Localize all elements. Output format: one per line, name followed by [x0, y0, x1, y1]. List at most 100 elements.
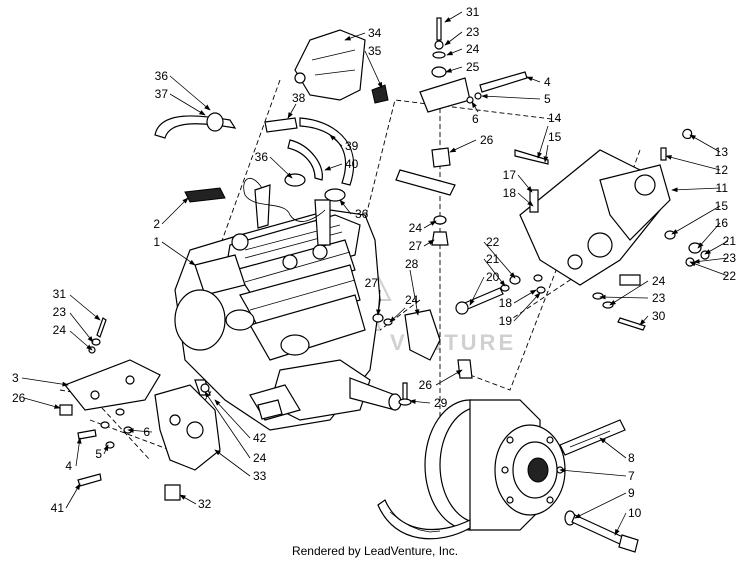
callout-label: 35 — [368, 44, 382, 58]
callout-leader-line — [704, 240, 729, 255]
callout-leader-line — [127, 428, 153, 433]
callout-label: 32 — [198, 497, 212, 511]
callout-leader-line — [169, 75, 211, 111]
callout-leader-line — [339, 199, 352, 215]
callout-leader-line — [697, 222, 721, 249]
hoses — [154, 112, 355, 202]
callout-label: 42 — [253, 431, 267, 445]
callout-leader-line — [69, 294, 101, 321]
callout-leader-line — [599, 437, 627, 459]
lower-center-mount — [372, 309, 473, 406]
callout-leader-line — [389, 307, 406, 323]
callout-label: 14 — [548, 111, 562, 125]
callout-leader-line — [599, 294, 649, 300]
callout-label: 10 — [628, 506, 642, 520]
engine-assembly — [174, 177, 402, 431]
callout-leader-line — [559, 468, 627, 477]
callout-label: 25 — [466, 60, 480, 74]
callout-leader-line — [671, 187, 721, 193]
callout-leader-line — [444, 11, 463, 23]
callout-label: 22 — [486, 235, 500, 249]
callout-label: 21 — [486, 252, 500, 266]
callout-label: 26 — [419, 378, 433, 392]
callout-leader-line — [444, 31, 463, 46]
callout-leader-line — [693, 257, 729, 264]
callout-label: 3 — [12, 371, 19, 385]
callout-leader-line — [537, 125, 549, 159]
callout-label: 17 — [503, 168, 517, 182]
callout-leader-line — [204, 391, 251, 459]
gasket — [184, 187, 226, 203]
upper-mount-hardware — [395, 17, 528, 246]
callout-leader-line — [446, 48, 463, 56]
callout-label: 24 — [409, 221, 423, 235]
callout-label: 13 — [715, 145, 729, 159]
callout-leader-line — [214, 399, 251, 439]
callout-label: 26 — [480, 133, 494, 147]
callout-label: 5 — [95, 447, 102, 461]
callout-label: 41 — [51, 501, 65, 515]
callout-leader-line — [324, 163, 343, 171]
callout-label: 6 — [143, 425, 150, 439]
callout-label: 7 — [628, 469, 635, 483]
callout-label: 4 — [65, 459, 72, 473]
callout-leader-line — [409, 399, 431, 404]
small-hardware — [200, 383, 283, 420]
air-box-mount — [294, 29, 389, 104]
callout-label: 15 — [715, 199, 729, 213]
callout-label: 39 — [345, 139, 359, 153]
callout-leader-line — [689, 134, 721, 153]
callout-label: 31 — [53, 287, 67, 301]
callout-label: 37 — [155, 87, 169, 101]
callout-label: 16 — [715, 216, 729, 230]
callout-label: 20 — [486, 270, 500, 284]
callout-label: 27 — [365, 276, 379, 290]
callout-label: 23 — [652, 291, 666, 305]
callout-leader-line — [513, 292, 541, 322]
callout-leader-line — [689, 261, 729, 277]
callout-label: 36 — [355, 207, 369, 221]
callout-leader-line — [409, 269, 420, 316]
callout-leader-line — [423, 239, 435, 247]
callout-leader-line — [543, 144, 549, 163]
callout-label: 9 — [628, 486, 635, 500]
callout-label: 27 — [409, 239, 423, 253]
callout-leader-line — [671, 205, 721, 235]
callout-label: 36 — [155, 69, 169, 83]
callout-label: 24 — [53, 323, 67, 337]
callout-leader-line — [526, 76, 541, 83]
callout-label: 8 — [628, 451, 635, 465]
callout-label: 24 — [652, 274, 666, 288]
callout-leader-line — [471, 101, 479, 113]
callout-label: 36 — [255, 150, 269, 164]
callout-leader-line — [574, 492, 627, 519]
callout-leader-line — [21, 377, 69, 387]
callout-leader-line — [287, 103, 297, 119]
callout-leader-line — [517, 174, 533, 193]
callout-leader-line — [364, 50, 383, 89]
callout-leader-line — [161, 241, 196, 266]
callout-label: 5 — [544, 92, 551, 106]
drive-clutch-assembly — [377, 399, 639, 553]
callout-leader-line — [23, 397, 61, 409]
callout-label: 28 — [405, 257, 419, 271]
callout-leader-line — [614, 512, 627, 536]
callout-label: 29 — [434, 396, 448, 410]
callout-leader-line — [609, 280, 649, 306]
callout-leader-line — [169, 93, 206, 116]
callout-leader-line — [483, 241, 516, 279]
lower-left-bracket — [154, 379, 221, 501]
callout-leader-line — [75, 437, 82, 467]
callout-leader-line — [376, 289, 381, 316]
callout-leader-line — [344, 32, 366, 41]
left-mount-plate — [59, 317, 161, 487]
callout-label: 19 — [499, 314, 513, 328]
callout-label: 24 — [253, 451, 267, 465]
callout-label: 24 — [466, 42, 480, 56]
callout-label: 2 — [153, 217, 160, 231]
callout-leader-line — [179, 494, 197, 505]
callout-leader-line — [269, 156, 293, 179]
callout-label: 21 — [723, 234, 737, 248]
